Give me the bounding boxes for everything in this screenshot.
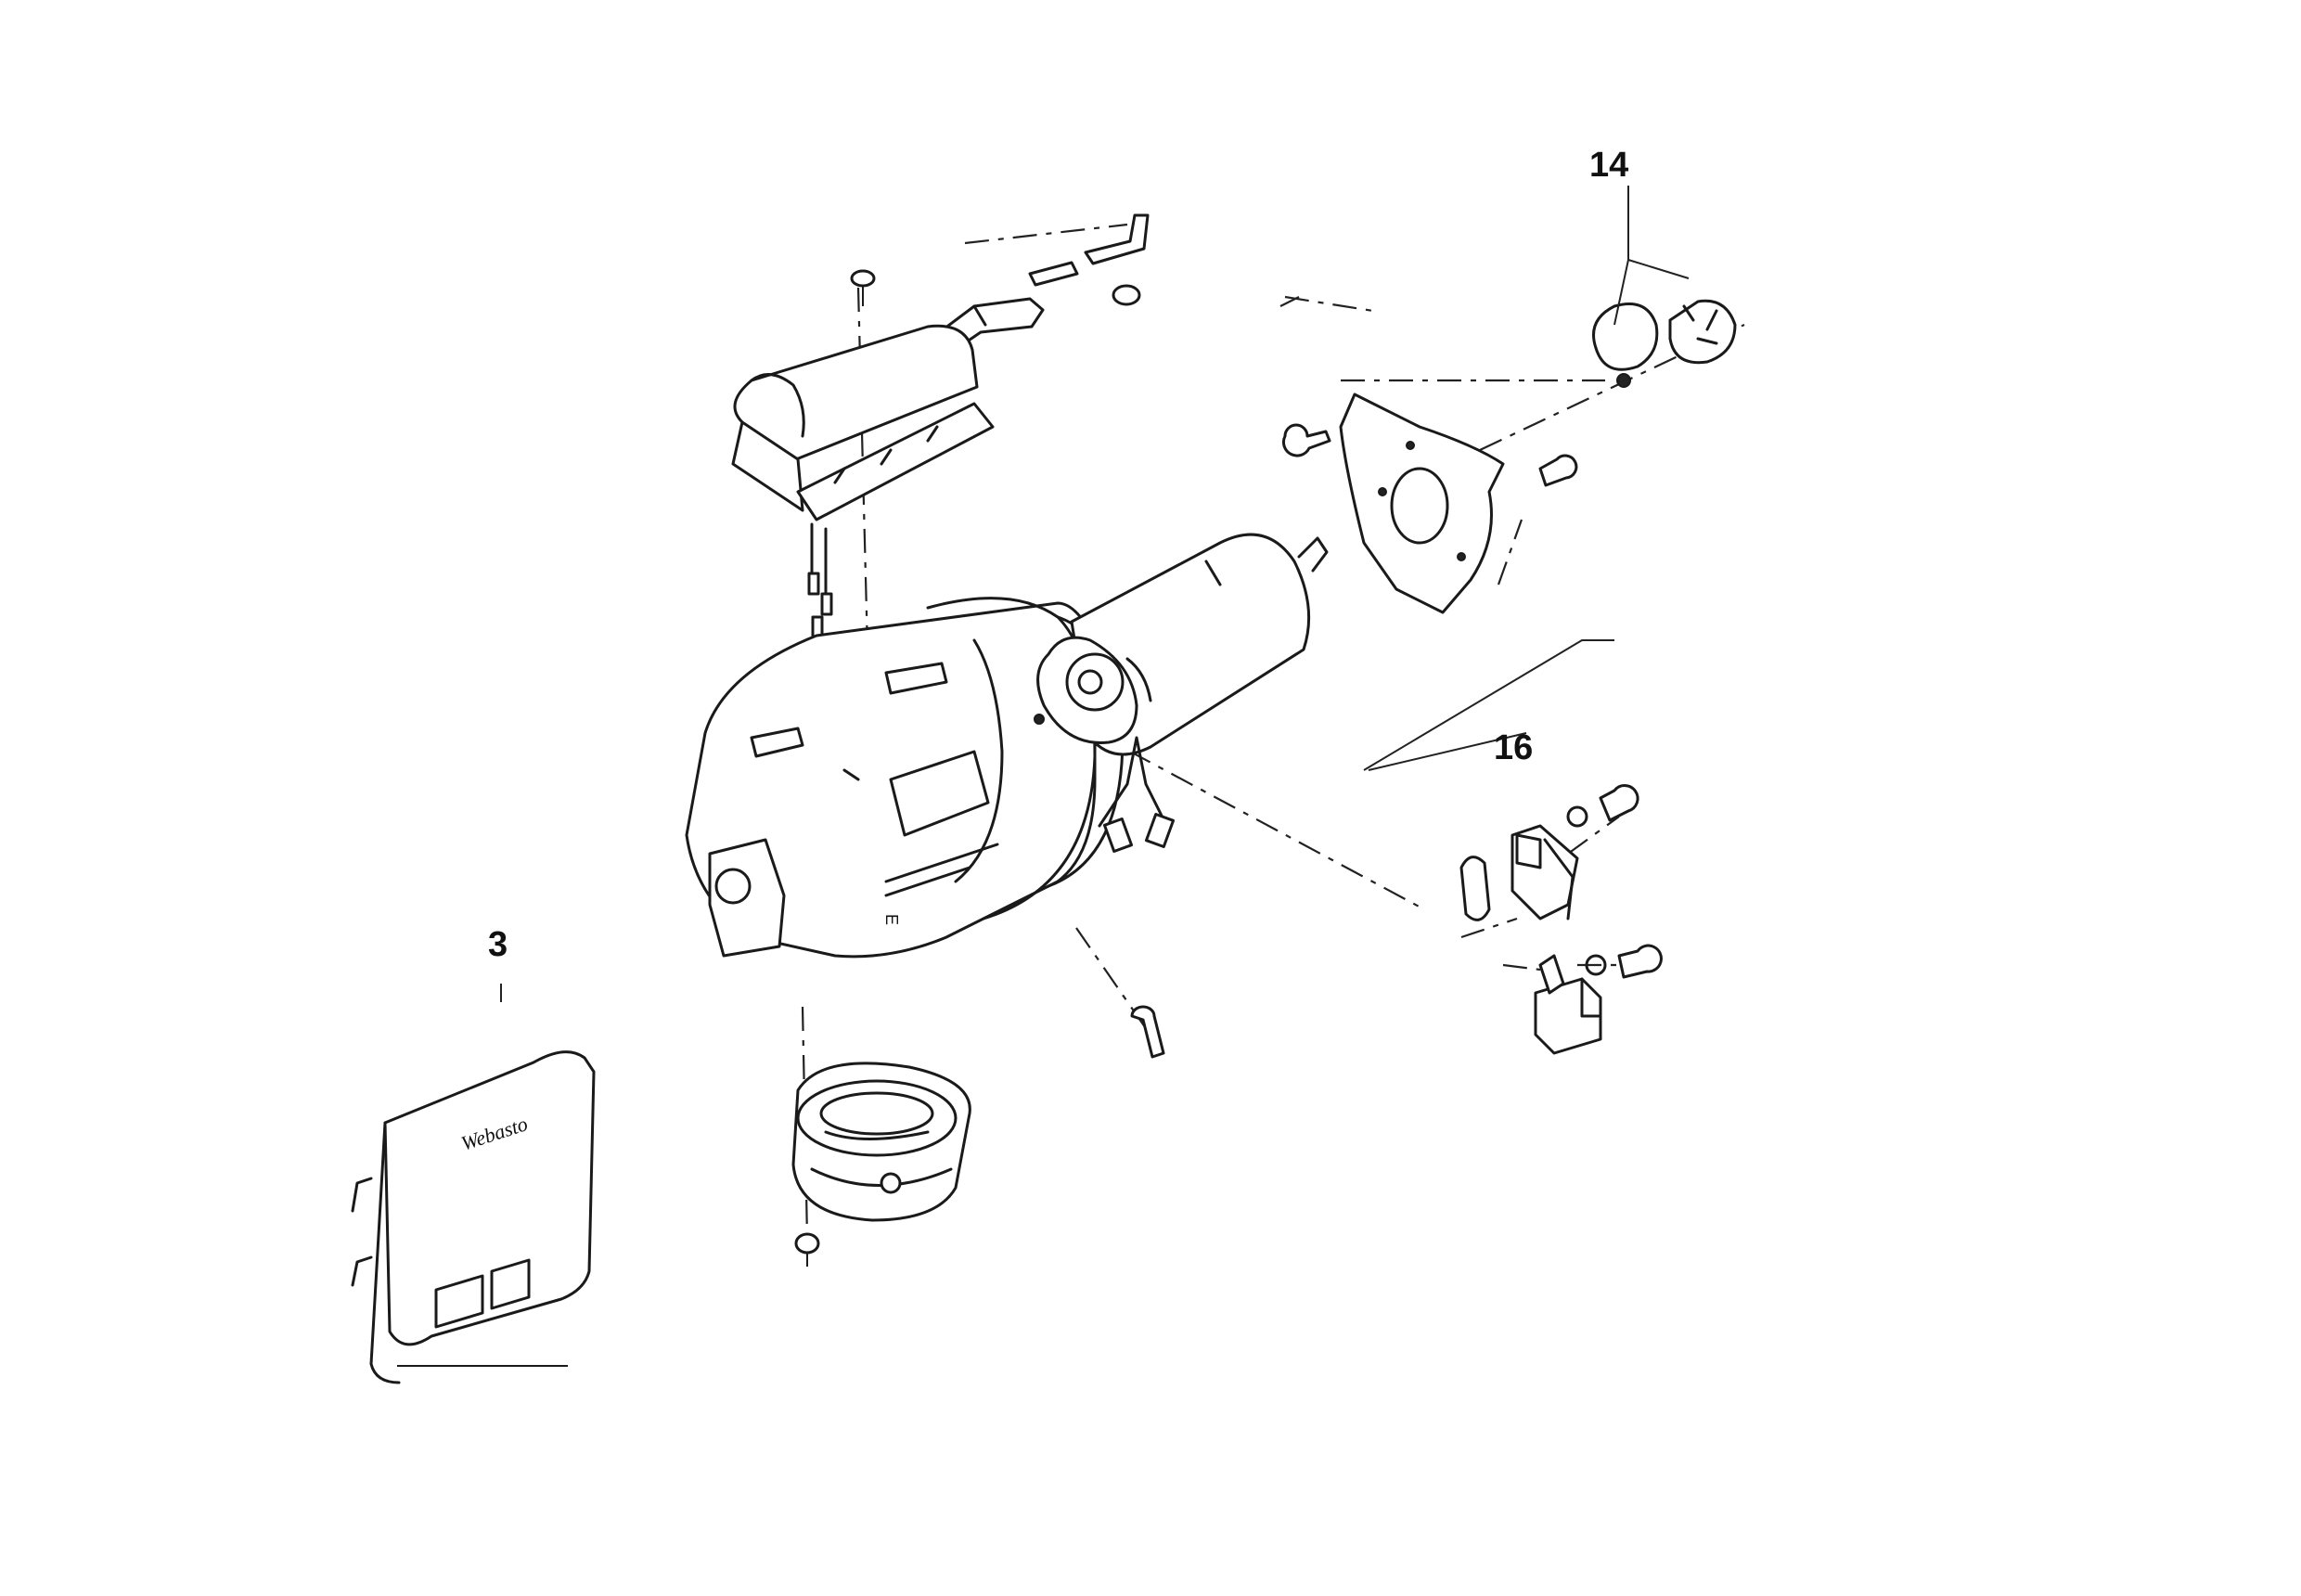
blower-motor [1036,533,1329,854]
motor-mounting-plate [1281,393,1578,614]
relay-assembly [1130,784,1663,1059]
burner-housing: E [685,597,1125,959]
screw-icon [850,269,876,288]
callout-3: 3 [488,925,508,964]
exhaust-flange [791,1062,971,1267]
callout-16: 16 [1494,728,1533,767]
leader-lines [500,186,1690,1002]
callout-14: 14 [1589,146,1628,185]
fan-coupling [1592,299,1737,388]
ignition-coil-assembly [731,213,1150,689]
control-unit: Webasto [351,1050,596,1384]
svg-text:E: E [882,914,901,925]
